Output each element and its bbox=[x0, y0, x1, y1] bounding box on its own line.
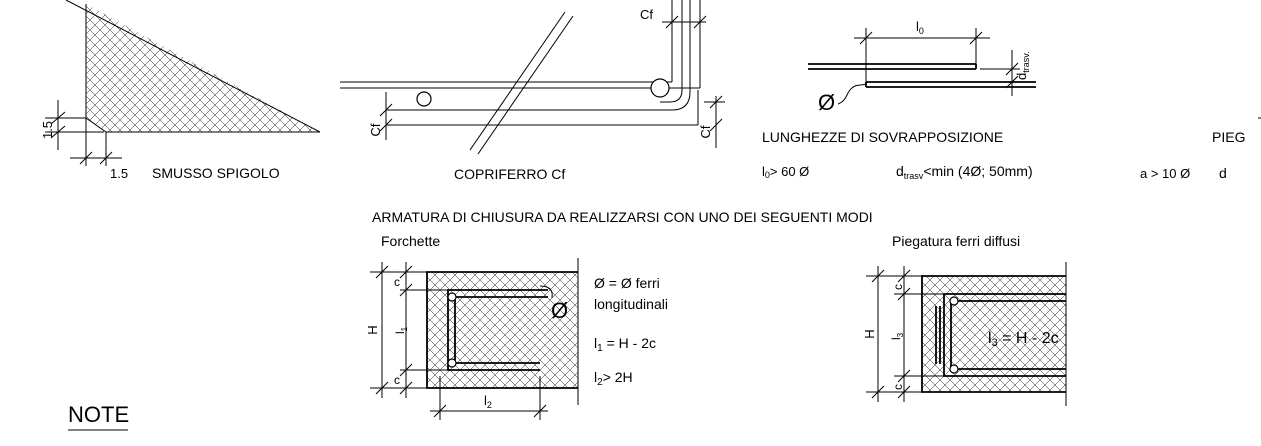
forchette-note-line2: longitudinali bbox=[594, 296, 668, 312]
sovrapposizione-dim-dtrasv: dtrasv. bbox=[1014, 51, 1031, 80]
forchette-note-line1: Ø = Ø ferri bbox=[594, 275, 660, 291]
piegatura-dim-l3: l3 bbox=[889, 332, 905, 340]
hatched-concrete-area bbox=[86, 4, 320, 132]
sovrapposizione-title: LUNGHEZZE DI SOVRAPPOSIZIONE bbox=[762, 129, 1003, 145]
forchette-dim-H: H bbox=[365, 325, 380, 334]
note-heading: NOTE bbox=[68, 402, 129, 427]
piegatura-dim-c-bottom: c bbox=[891, 384, 905, 390]
forchette-dim-l2: l2 bbox=[484, 393, 492, 410]
piegatura-rule-a: a > 10 Ø bbox=[1140, 166, 1190, 181]
copriferro-title: COPRIFERRO Cf bbox=[454, 166, 565, 182]
copriferro-dim-right: Cf bbox=[698, 125, 713, 138]
piegatura-title-partial: PIEG bbox=[1212, 129, 1245, 145]
smusso-dim-vertical: 1.5 bbox=[40, 121, 55, 139]
piegatura-hatched-section bbox=[922, 276, 1066, 392]
piegatura-rule-d-partial: d bbox=[1219, 165, 1227, 181]
smusso-title: SMUSSO SPIGOLO bbox=[152, 165, 280, 181]
sovrapposizione-detail: l0 dtrasv. Ø LUNGHEZZE DI SOVRAPPOSIZION… bbox=[762, 19, 1036, 181]
copriferro-detail: Cf Cf Cf COPRIFERRO Cf bbox=[340, 0, 725, 182]
sovrapposizione-diameter-symbol: Ø bbox=[818, 90, 835, 115]
piegatura-dim-c-top: c bbox=[891, 284, 905, 290]
smusso-dim-horizontal: 1.5 bbox=[110, 166, 128, 181]
corner-outline bbox=[65, 0, 321, 133]
forchette-dim-c-top: c bbox=[394, 275, 400, 289]
piegatura-eq-l3: l3 = H - 2c bbox=[988, 330, 1059, 349]
note-section: NOTE bbox=[68, 402, 129, 431]
sovrapposizione-rule-dtrasv: dtrasv<min (4Ø; 50mm) bbox=[896, 163, 1033, 181]
forchette-eq-l1: l1 = H - 2c bbox=[594, 335, 656, 354]
rebar-section-corner bbox=[650, 78, 670, 98]
armatura-title: ARMATURA DI CHIUSURA DA REALIZZARSI CON … bbox=[372, 209, 873, 225]
piegatura-ferri-detail: Piegatura ferri diffusi l3 = H - 2c H c … bbox=[862, 233, 1067, 406]
copriferro-dim-top: Cf bbox=[640, 7, 653, 22]
piegatura-cut-detail: PIEG a > 10 Ø d bbox=[1140, 117, 1261, 181]
copriferro-dim-left: Cf bbox=[368, 123, 383, 136]
smusso-spigolo-detail: 1.5 1.5 SMUSSO SPIGOLO bbox=[40, 0, 321, 181]
piegatura-dim-H: H bbox=[862, 329, 877, 338]
forchette-dim-c-bottom: c bbox=[394, 373, 400, 387]
forchette-detail: Forchette Ø H c c l1 l2 bbox=[365, 233, 668, 420]
rebar-section-left bbox=[416, 91, 432, 107]
piegatura-ferri-label: Piegatura ferri diffusi bbox=[892, 233, 1020, 249]
forchette-hatched-section bbox=[427, 272, 578, 388]
forchette-label: Forchette bbox=[381, 233, 440, 249]
forchette-eq-l2: l2> 2H bbox=[594, 369, 633, 388]
sovrapposizione-dim-l0: l0 bbox=[916, 19, 924, 36]
sovrapposizione-rule-l0: l0> 60 Ø bbox=[762, 164, 809, 180]
forchette-diameter-symbol: Ø bbox=[551, 298, 568, 323]
forchette-dim-l1: l1 bbox=[393, 326, 409, 334]
